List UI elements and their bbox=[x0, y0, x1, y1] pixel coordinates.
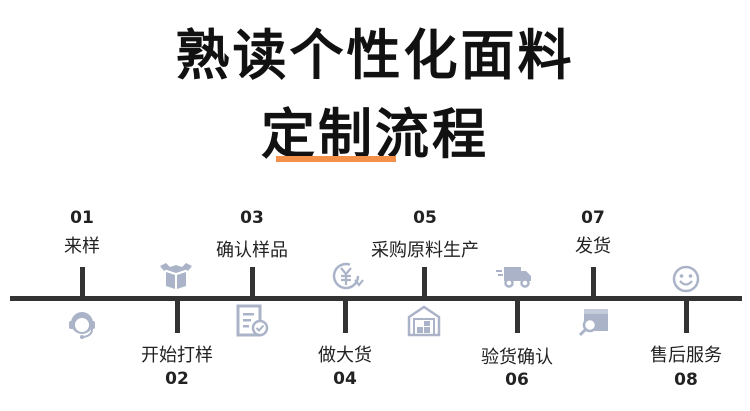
step-tick-02 bbox=[175, 299, 180, 333]
step-number-02: 02 bbox=[165, 369, 189, 389]
step-label-08: 售后服务 bbox=[650, 345, 722, 366]
step-tick-05 bbox=[422, 267, 427, 298]
timeline-axis bbox=[10, 296, 742, 301]
step-label-04: 做大货 bbox=[318, 345, 372, 366]
step-label-01: 来样 bbox=[64, 236, 100, 257]
document-check-icon bbox=[234, 303, 270, 339]
yen-refresh-icon bbox=[328, 258, 364, 294]
step-label-03: 确认样品 bbox=[216, 240, 288, 261]
step-number-08: 08 bbox=[674, 370, 698, 390]
step-label-07: 发货 bbox=[575, 236, 611, 257]
step-tick-04 bbox=[343, 299, 348, 333]
step-tick-03 bbox=[250, 267, 255, 298]
step-number-04: 04 bbox=[333, 369, 357, 389]
step-number-07: 07 bbox=[581, 208, 605, 228]
step-tick-08 bbox=[684, 299, 689, 333]
warehouse-icon bbox=[406, 303, 442, 339]
step-label-02: 开始打样 bbox=[141, 345, 213, 366]
step-number-03: 03 bbox=[240, 208, 264, 228]
title-underline bbox=[276, 156, 396, 162]
title-line-2: 定制流程 bbox=[261, 103, 489, 166]
customer-service-headset-icon bbox=[64, 306, 100, 342]
step-label-06: 验货确认 bbox=[481, 347, 553, 368]
box-search-icon bbox=[576, 303, 612, 339]
step-tick-06 bbox=[515, 299, 520, 333]
title-line-1: 熟读个性化面料 bbox=[175, 24, 575, 87]
step-tick-01 bbox=[80, 267, 85, 298]
open-box-icon bbox=[158, 257, 194, 293]
step-number-05: 05 bbox=[413, 208, 437, 228]
smiley-face-icon bbox=[668, 261, 704, 297]
step-label-05: 采购原料生产 bbox=[371, 240, 479, 261]
delivery-truck-icon bbox=[496, 257, 532, 293]
step-number-01: 01 bbox=[70, 208, 94, 228]
step-tick-07 bbox=[591, 267, 596, 298]
step-number-06: 06 bbox=[505, 370, 529, 390]
